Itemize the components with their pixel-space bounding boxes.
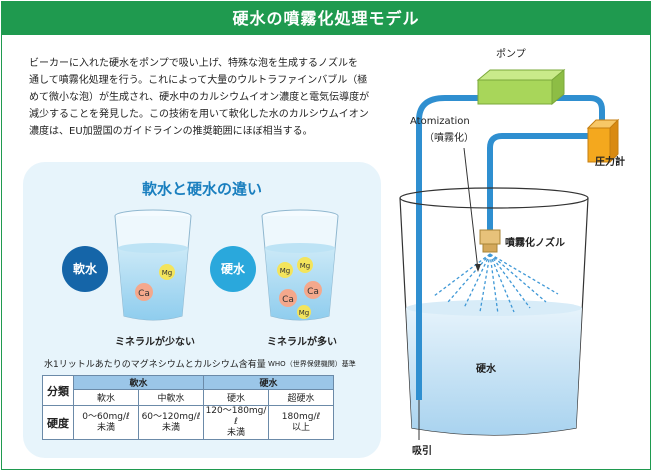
table-source: WHO（世界保健機関）基準 xyxy=(268,360,356,368)
page-title: 硬水の噴霧化処理モデル xyxy=(232,9,420,28)
suction-label: 吸引 xyxy=(412,446,432,457)
atomization-diagram xyxy=(399,68,620,440)
hard-water-caption: ミネラルが多い xyxy=(267,337,337,348)
mg-label: Mg xyxy=(299,309,309,317)
intro-line: めて微小な泡）が生成され、硬水中のカルシウムイオン濃度と電気伝導度が xyxy=(29,92,370,103)
hard-water-glass: Mg Mg Ca Ca Mg xyxy=(261,209,339,321)
intro-line: 通して噴霧化処理を行う。これによって大量のウルトラファインバブル（極 xyxy=(29,75,368,86)
range-value: 120〜180mg/ℓ xyxy=(205,406,267,427)
range-value: 180mg/ℓ xyxy=(281,411,321,422)
soft-water-caption: ミネラルが少ない xyxy=(115,337,195,348)
comparison-title: 軟水と硬水の違い xyxy=(141,180,262,198)
outlet-pipe xyxy=(552,95,605,125)
suction-pipe xyxy=(416,95,480,398)
atomization-label: Atomization xyxy=(410,116,470,127)
soft-water-label: 軟水 xyxy=(72,262,97,276)
intro-line: ビーカーに入れた硬水をポンプで吸い上げ、特殊な泡を生成するノズルを xyxy=(29,58,358,69)
hard-water-tank-label: 硬水 xyxy=(476,364,496,375)
mg-particle xyxy=(159,264,175,280)
header-bar xyxy=(2,2,650,35)
atomization-jp-label: （噴霧化） xyxy=(424,133,474,144)
class-header: 分類 xyxy=(42,375,74,406)
mg-particle xyxy=(277,262,293,278)
ca-particle xyxy=(135,283,153,301)
intro-text: ビーカーに入れた硬水をポンプで吸い上げ、特殊な泡を生成するノズルを 通して噴霧化… xyxy=(29,55,376,140)
hard-group-header: 硬水 xyxy=(203,375,334,390)
hard-water-label: 硬水 xyxy=(220,262,245,276)
sub-header: 軟水 xyxy=(73,389,139,406)
range-value: 60〜120mg/ℓ xyxy=(141,411,201,422)
range-value: 0〜60mg/ℓ xyxy=(82,411,130,422)
pump-label: ポンプ xyxy=(496,49,526,60)
pressure-gauge-label: 圧力計 xyxy=(595,157,625,168)
range-note: 未満 xyxy=(226,428,245,438)
ca-particle xyxy=(279,289,297,307)
range-note: 未満 xyxy=(96,422,115,433)
mg-particle xyxy=(297,257,313,273)
hard-water-badge: 硬水 xyxy=(210,246,256,292)
pump xyxy=(477,79,553,105)
intro-line: 減少することを発見した。この技術を用いて軟化した水のカルシウムイオン xyxy=(29,109,369,120)
mg-label: Mg xyxy=(280,267,290,275)
ca-label: Ca xyxy=(138,289,150,299)
soft-water-badge: 軟水 xyxy=(62,246,108,292)
sub-header: 超硬水 xyxy=(268,389,334,406)
hard-water-fill xyxy=(406,308,582,435)
spray-lines xyxy=(433,253,559,315)
hardness-header: 硬度 xyxy=(42,405,74,440)
ca-particle xyxy=(304,281,322,299)
intro-line: 濃度は、EU加盟国のガイドラインの推奨範囲にほぼ相当する。 xyxy=(29,126,313,137)
range-note: 以上 xyxy=(291,422,310,433)
nozzle-body xyxy=(479,229,501,245)
atomization-pointer xyxy=(463,147,479,271)
soft-group-header: 軟水 xyxy=(73,375,204,390)
sub-header: 中軟水 xyxy=(138,389,204,406)
mg-particle xyxy=(297,305,311,319)
range-note: 未満 xyxy=(161,422,180,433)
nozzle-pipe xyxy=(487,132,605,230)
mg-label: Mg xyxy=(300,262,310,270)
sub-header: 硬水 xyxy=(203,389,269,406)
ca-label: Ca xyxy=(282,295,294,305)
nozzle-label: 噴霧化ノズル xyxy=(505,238,565,249)
mg-label: Mg xyxy=(162,269,172,277)
soft-water-glass: Mg Ca xyxy=(114,209,192,321)
pressure-gauge xyxy=(587,127,611,163)
table-caption: 水1リットルあたりのマグネシウムとカルシウム含有量 xyxy=(44,360,266,370)
ca-label: Ca xyxy=(307,287,319,297)
